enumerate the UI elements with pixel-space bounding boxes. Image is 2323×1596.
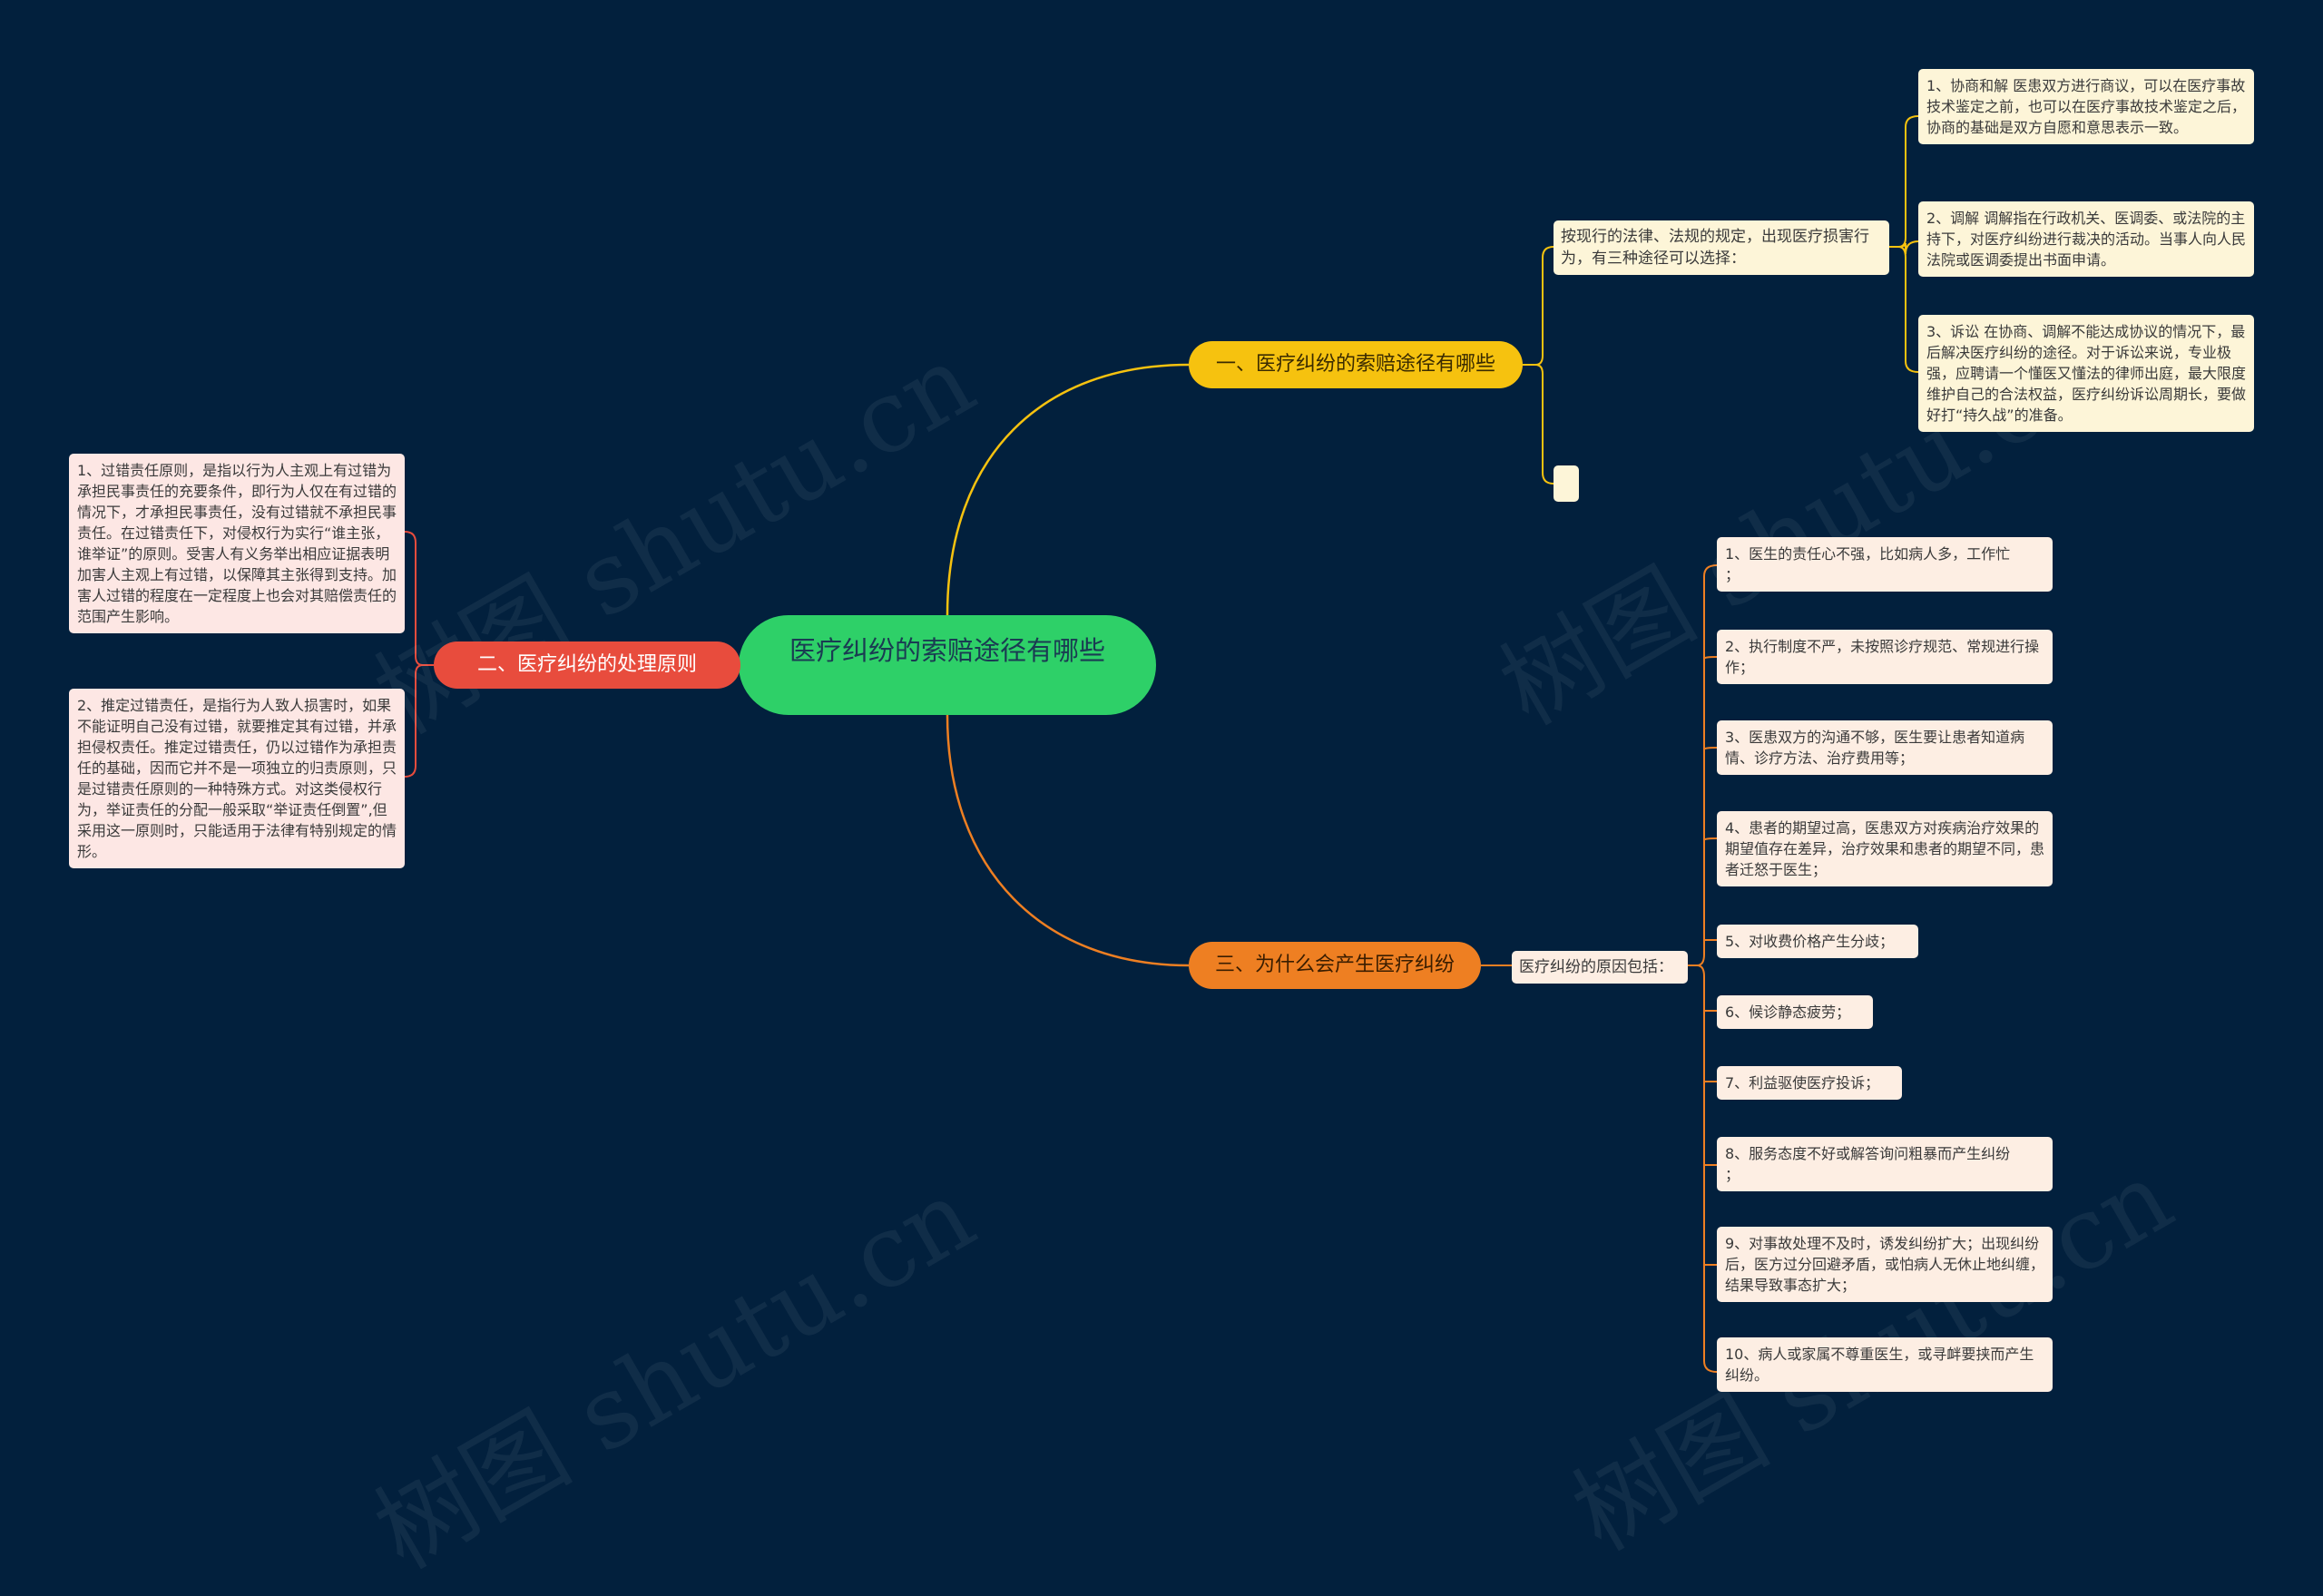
branch-handling-principles[interactable]: 二、医疗纠纷的处理原则 xyxy=(434,641,740,689)
principle-item[interactable]: 1、过错责任原则，是指以行为人主观上有过错为承担民事责任的充要条件，即行为人仅在… xyxy=(69,454,405,633)
cause-item[interactable]: 1、医生的责任心不强，比如病人多，工作忙 ； xyxy=(1717,537,2053,592)
cause-item[interactable]: 2、执行制度不严，未按照诊疗规范、常规进行操作； xyxy=(1717,630,2053,684)
cause-item[interactable]: 3、医患双方的沟通不够，医生要让患者知道病情、诊疗方法、治疗费用等； xyxy=(1717,720,2053,775)
cause-item[interactable]: 10、病人或家属不尊重医生，或寻衅要挟而产生纠纷。 xyxy=(1717,1337,2053,1392)
route-item[interactable]: 1、协商和解 医患双方进行商议，可以在医疗事故技术鉴定之前，也可以在医疗事故技术… xyxy=(1918,69,2254,144)
root-topic[interactable]: 医疗纠纷的索赔途径有哪些 xyxy=(739,615,1156,715)
branch3-intro[interactable]: 医疗纠纷的原因包括： xyxy=(1512,951,1688,984)
cause-item[interactable]: 8、服务态度不好或解答询问粗暴而产生纠纷 ； xyxy=(1717,1137,2053,1191)
connector-lines xyxy=(404,115,1919,1373)
route-item[interactable]: 2、调解 调解指在行政机关、医调委、或法院的主持下，对医疗纠纷进行裁决的活动。当… xyxy=(1918,201,2254,277)
link-branch1-intro xyxy=(1523,246,1554,366)
branch1-empty-node[interactable] xyxy=(1554,465,1579,502)
branch-compensation-routes[interactable]: 一、医疗纠纷的索赔途径有哪些 xyxy=(1189,341,1523,388)
cause-item[interactable]: 9、对事故处理不及时，诱发纠纷扩大；出现纠纷后，医方过分回避矛盾，或怕病人无休止… xyxy=(1717,1227,2053,1302)
principle-item[interactable]: 2、推定过错责任，是指行为人致人损害时，如果不能证明自己没有过错，就要推定其有过… xyxy=(69,689,405,868)
branch-dispute-causes[interactable]: 三、为什么会产生医疗纠纷 xyxy=(1189,942,1481,989)
link-intro1-items xyxy=(1889,115,1919,373)
route-item[interactable]: 3、诉讼 在协商、调解不能达成协议的情况下，最后解决医疗纠纷的途径。对于诉讼来说… xyxy=(1918,315,2254,432)
cause-item[interactable]: 7、利益驱使医疗投诉； xyxy=(1717,1066,1902,1100)
link-intro3-items xyxy=(1688,564,1718,1373)
link-branch1-empty xyxy=(1534,364,1554,485)
cause-item[interactable]: 4、患者的期望过高，医患双方对疾病治疗效果的期望值存在差异，治疗效果和患者的期望… xyxy=(1717,811,2053,886)
link-root-branch1 xyxy=(946,363,1190,616)
cause-item[interactable]: 5、对收费价格产生分歧； xyxy=(1717,925,1918,958)
link-root-branch3 xyxy=(946,714,1190,967)
branch1-intro[interactable]: 按现行的法律、法规的规定，出现医疗损害行为，有三种途径可以选择： xyxy=(1554,220,1889,275)
link-branch2-items xyxy=(404,531,434,778)
cause-item[interactable]: 6、候诊静态疲劳； xyxy=(1717,995,1873,1029)
